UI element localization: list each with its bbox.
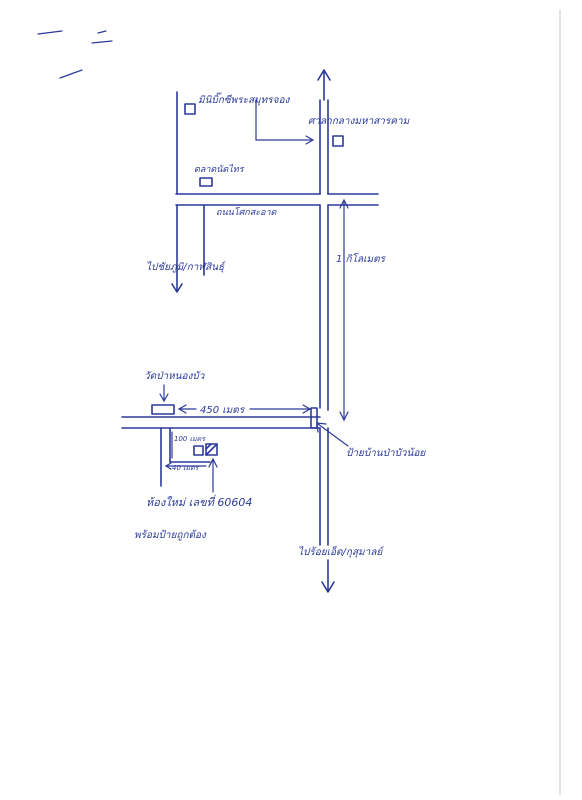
temple-building [151,404,175,415]
distance-1km-label: 1 กิโลเมตร [336,253,387,265]
header-scribble [37,30,113,79]
road-name-label: ถนนโศกสะอาด [216,206,278,218]
shop-label: ตลาดนัดไทร [194,163,245,175]
to-west-label: ไปชัยภูมิ/กาฬสินธุ์ [146,261,226,273]
city-hall-building [332,135,344,147]
north-arrow-icon [317,69,331,101]
distance-1km-dimension [339,198,349,422]
to-south-label: ไปร้อยเอ็ด/กุสุมาลย์ [298,545,384,558]
upper-horizontal-road [175,193,379,206]
distance-100-label: 100 เมตร [174,435,206,443]
city-hall-label: ศาลากลางมหาสารคาม [308,116,411,127]
shop-building [199,177,213,187]
home-label-line2: พร้อมป้ายถูกต้อง [134,529,207,541]
lower-horizontal-road [121,416,321,429]
sign-pointer [316,422,349,447]
signpost [310,407,318,429]
home-label-line1: ห้องใหม่ เลขที่ 60604 [146,494,252,509]
sign-label: ป้ายบ้านป่าบัวน้อย [346,447,426,459]
temple-arrow-icon [159,384,169,403]
temple-label: วัดป่าหนองบัว [144,371,206,382]
market-label: มินิบิ๊กซีพระสมุทรจอง [198,92,290,106]
distance-450-label: 450 เมตร [200,405,246,416]
city-hall-pointer [255,99,315,145]
home-building [193,445,204,456]
market-building [184,103,196,115]
west-arrow-icon [171,271,183,293]
south-arrow-icon [321,559,335,593]
home-target-icon [205,443,218,456]
distance-40-dimension [164,462,207,470]
home-arrow-icon [208,457,218,493]
distance-450-dimension [177,404,312,414]
side-soi [160,427,211,487]
main-vertical-road [319,99,329,546]
distance-40-label: 40 เมตร [172,464,200,472]
upper-left-road [176,91,205,276]
